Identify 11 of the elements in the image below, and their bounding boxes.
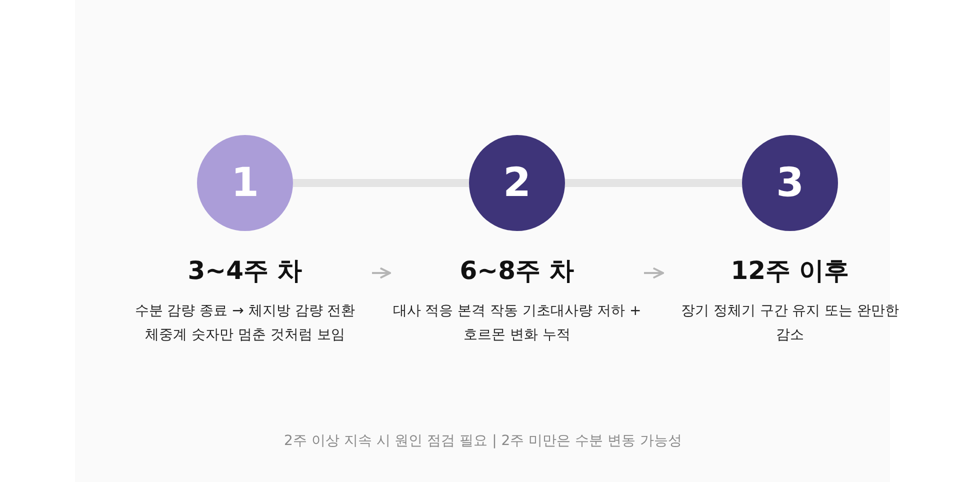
stage-heading: 6~8주 차 <box>458 255 576 287</box>
arrow <box>372 267 391 279</box>
footnote: 2주 이상 지속 시 원인 점검 필요 | 2주 미만은 수분 변동 가능성 <box>283 432 683 450</box>
stage-heading: 12주 이후 <box>730 255 850 287</box>
connector-line <box>293 179 469 187</box>
stage-description: 대사 적응 본격 작동 기초대사량 저하 + 호르몬 변화 누적 <box>392 302 642 345</box>
stage-heading: 3~4주 차 <box>186 255 304 287</box>
stage-description: 수분 감량 종료 → 체지방 감량 전환 체중계 숫자만 멈춘 것처럼 보임 <box>134 302 356 345</box>
connector-line <box>565 179 742 187</box>
arrow <box>644 267 664 279</box>
stage-description: 장기 정체기 구간 유지 또는 완만한 감소 <box>680 302 900 345</box>
